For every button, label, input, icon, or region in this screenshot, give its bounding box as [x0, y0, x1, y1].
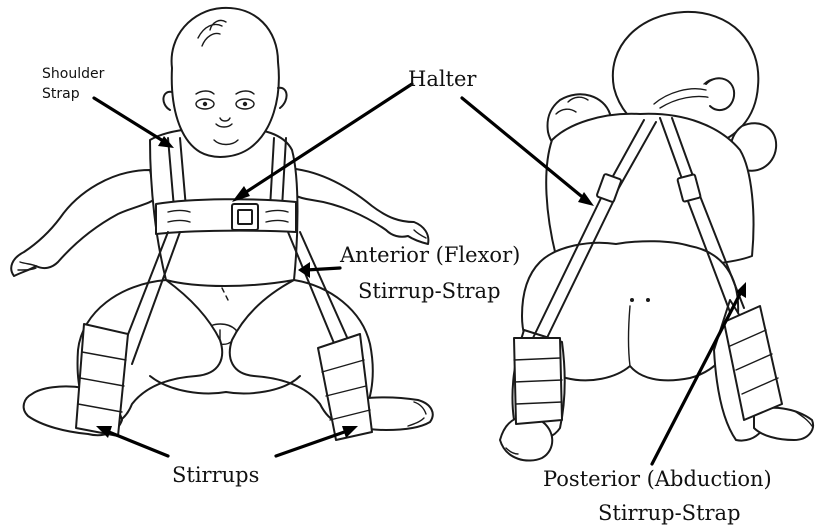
arrow-shoulder-strap — [94, 98, 168, 144]
label-posterior-line1: Posterior (Abduction) — [543, 467, 772, 491]
label-anterior-line1: Anterior (Flexor) — [339, 243, 520, 267]
label-stirrups: Stirrups — [172, 463, 259, 487]
label-posterior-line2: Stirrup-Strap — [598, 501, 741, 525]
label-shoulder-strap-line1: Shoulder — [42, 66, 105, 82]
back-ear — [706, 78, 734, 110]
front-right-arm — [284, 168, 428, 244]
front-left-arm — [11, 170, 156, 276]
label-shoulder-strap-line2: Strap — [42, 86, 80, 102]
front-halter-band — [156, 199, 296, 234]
arrow-stirrups-left — [104, 430, 168, 456]
arrow-stirrups-right — [276, 430, 350, 456]
back-view-infant — [500, 12, 813, 461]
arrow-anterior-strap — [306, 268, 340, 270]
label-anterior-line2: Stirrup-Strap — [358, 279, 501, 303]
front-head — [172, 8, 279, 157]
label-halter: Halter — [408, 67, 477, 91]
front-left-stirrup — [76, 324, 128, 436]
